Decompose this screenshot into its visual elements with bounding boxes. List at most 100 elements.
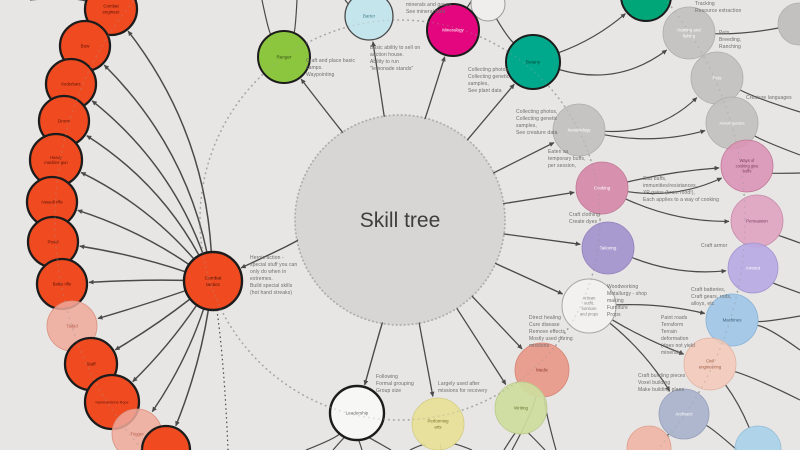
edge-botany-teal-node-top	[558, 13, 626, 54]
node-label-xenobiology: Xenobiology	[567, 128, 591, 133]
node-tailoring[interactable]: Tailoring	[581, 221, 635, 275]
node-xenobiology[interactable]: Xenobiology	[552, 103, 606, 157]
node-label-architect: Architect	[675, 412, 693, 417]
node-label-leadership: Leadership	[346, 411, 369, 416]
node-cooking[interactable]: Cooking	[575, 161, 629, 215]
edge-cooking-ways-of-cooking	[627, 165, 720, 183]
edge-combat-tactics-staff	[114, 298, 191, 351]
node-red-node-bottom[interactable]	[140, 424, 192, 450]
note-machines-note: Craft batteries,Craft gears, rods,alloys…	[691, 287, 731, 307]
edge-center-tailoring	[503, 233, 581, 247]
edge-center-barter	[371, 41, 385, 117]
node-salmon-node-bottom[interactable]	[626, 425, 672, 450]
node-label-hammerstone-rope: Hammerstone Rope	[96, 400, 129, 404]
edge-artisan-outfit-machines	[615, 304, 706, 315]
node-label-mineralogy: Mineralogy	[442, 28, 464, 33]
node-blue-node-bottom[interactable]	[734, 425, 782, 450]
edge-center-mineralogy	[424, 56, 446, 120]
edge-combat-engineer-pt	[30, 0, 87, 2]
edge-combat-tactics-assault-rifle	[77, 209, 190, 266]
edge-combat-tactics-combat-engineer	[127, 30, 213, 253]
node-label-xenolinguistics: Xenolinguistics	[719, 121, 744, 125]
inner-ring	[199, 19, 601, 421]
node-label-pets: Pets	[712, 76, 722, 81]
edge-center-leadership	[363, 322, 384, 386]
node-pets[interactable]: Pets	[690, 51, 744, 105]
node-writing[interactable]: Writing	[494, 381, 548, 435]
edge-writing-pt	[527, 432, 546, 450]
edge-center-combat-tactics	[240, 239, 299, 269]
edge-combat-tactics-drone	[86, 134, 200, 256]
node-label-persuasion: Persuasion	[746, 219, 768, 224]
node-label-botany: Botany	[526, 60, 541, 65]
diagram-title: Skill tree	[360, 209, 441, 232]
edge-combat-tactics-pt	[216, 309, 229, 450]
edge-civil-engineering-pt	[734, 371, 800, 401]
edge-center-xenobiology	[493, 142, 555, 174]
note-creature-languages-note: Creature languages	[746, 95, 792, 101]
edge-combat-tactics-bow	[103, 64, 208, 253]
edge-combat-tactics-pistol	[79, 244, 186, 273]
node-label-battle-rifle: Battle rifle	[53, 282, 72, 287]
edge-ranger-pt	[261, 0, 272, 35]
node-label-medic: Medic	[536, 368, 549, 373]
node-teal-node-top[interactable]	[620, 0, 672, 22]
edge-center-medic	[471, 295, 523, 350]
edge-combat-tactics-kederbars	[91, 100, 204, 255]
node-barter[interactable]: Barter	[344, 0, 394, 41]
node-white-node-top[interactable]	[470, 0, 506, 22]
node-ranger[interactable]: Ranger	[257, 30, 311, 84]
edge-combat-tactics-tadjid	[97, 289, 186, 320]
node-leadership[interactable]: Leadership	[328, 384, 386, 442]
edge-combat-tactics-red-node-bottom	[175, 309, 210, 427]
node-architect[interactable]: Architect	[658, 388, 710, 440]
edge-hunting-and-fishing-gray-node-right	[714, 27, 779, 35]
edge-persuasion-pt	[777, 234, 800, 244]
edge-botany-hunting-and-fishing	[558, 49, 668, 76]
node-persuasion[interactable]: Persuasion	[730, 194, 784, 248]
edge-center-botany	[466, 83, 515, 141]
outer-ring-overlay	[54, 0, 746, 450]
note-mineralogy-note: Collecting samples ofminerals and gases,…	[406, 0, 456, 15]
edge-civil-engineering-blue-node-bottom	[725, 384, 750, 428]
node-mineralogy[interactable]: Mineralogy	[426, 3, 480, 57]
node-label-tailoring: Tailoring	[600, 246, 617, 251]
node-label-trigger: Trigger	[130, 432, 144, 437]
node-machines[interactable]: Machines	[705, 293, 759, 347]
node-armour[interactable]: Armour	[727, 242, 779, 294]
edge-performing-arts-pt	[452, 443, 473, 450]
edge-tailoring-armour	[631, 257, 727, 274]
node-battle-rifle[interactable]: Battle rifle	[35, 257, 89, 311]
edge-xenobiology-xenolinguistics	[604, 129, 706, 140]
node-gray-node-right[interactable]	[777, 2, 800, 46]
edge-center-writing	[456, 307, 507, 385]
node-label-assault-rifle: Assault rifle	[41, 200, 63, 205]
node-botany[interactable]: Botany	[505, 34, 561, 90]
edge-cooking-ways-of-cooking	[627, 177, 723, 195]
edge-machines-pt	[757, 315, 800, 323]
